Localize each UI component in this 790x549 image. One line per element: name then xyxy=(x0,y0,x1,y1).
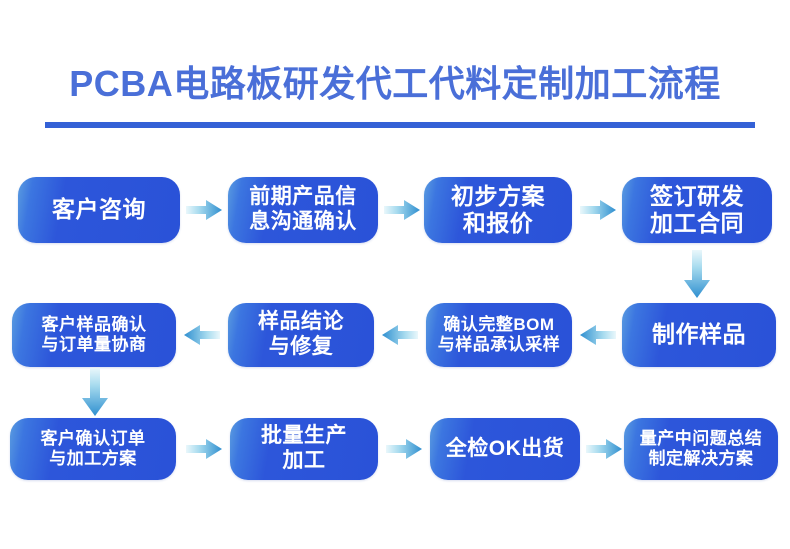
title-block: PCBA电路板研发代工代料定制加工流程 xyxy=(0,62,790,106)
flow-node-customer-inquiry[interactable]: 客户咨询 xyxy=(18,177,180,243)
arrow-left-icon xyxy=(382,323,418,347)
flow-node-sample-conclusion-repair[interactable]: 样品结论 与修复 xyxy=(228,303,374,367)
flow-node-preliminary-plan-quote[interactable]: 初步方案 和报价 xyxy=(424,177,572,243)
flow-node-label: 样品结论 与修复 xyxy=(258,310,344,358)
flow-node-label: 客户样品确认 与订单量协商 xyxy=(41,314,147,354)
flow-node-label: 初步方案 和报价 xyxy=(451,182,545,236)
flow-node-customer-confirm-order-plan[interactable]: 客户确认订单 与加工方案 xyxy=(10,418,176,480)
arrow-right-icon xyxy=(386,437,422,461)
arrow-right-icon xyxy=(186,198,222,222)
flow-node-sample-confirm-order-qty[interactable]: 客户样品确认 与订单量协商 xyxy=(12,303,176,367)
flow-node-label: 前期产品信 息沟通确认 xyxy=(249,185,357,233)
flow-node-make-sample[interactable]: 制作样品 xyxy=(622,303,776,367)
flow-node-label: 确认完整BOM 与样品承认采样 xyxy=(437,314,561,354)
flow-node-label: 客户确认订单 与加工方案 xyxy=(40,428,146,468)
arrow-left-icon xyxy=(184,323,220,347)
arrow-right-icon xyxy=(384,198,420,222)
flow-node-full-inspection-shipment[interactable]: 全检OK出货 xyxy=(430,418,580,480)
flow-node-sign-contract[interactable]: 签订研发 加工合同 xyxy=(622,177,772,243)
flow-node-label: 批量生产 加工 xyxy=(261,424,347,472)
flow-node-label: 制作样品 xyxy=(652,321,746,348)
arrow-right-icon xyxy=(586,437,622,461)
flow-node-label: 签订研发 加工合同 xyxy=(650,182,744,236)
flow-node-label: 全检OK出货 xyxy=(445,436,565,460)
flow-node-product-info-confirm[interactable]: 前期产品信 息沟通确认 xyxy=(228,177,378,243)
flow-node-label: 量产中问题总结 制定解决方案 xyxy=(639,428,763,468)
arrow-right-icon xyxy=(186,437,222,461)
arrow-left-icon xyxy=(580,323,616,347)
arrow-down-icon xyxy=(684,250,710,298)
title-underline-bar xyxy=(45,122,755,128)
flow-node-confirm-bom-sample-approval[interactable]: 确认完整BOM 与样品承认采样 xyxy=(426,303,572,367)
arrow-down-icon xyxy=(82,368,108,416)
flow-node-mass-production[interactable]: 批量生产 加工 xyxy=(230,418,378,480)
page-title: PCBA电路板研发代工代料定制加工流程 xyxy=(69,63,721,104)
arrow-right-icon xyxy=(580,198,616,222)
flow-node-label: 客户咨询 xyxy=(52,196,146,223)
flow-node-problem-summary-solution[interactable]: 量产中问题总结 制定解决方案 xyxy=(624,418,778,480)
